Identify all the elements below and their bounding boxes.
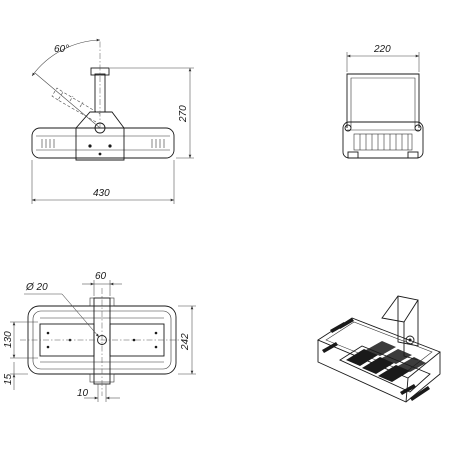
isometric-view	[317, 295, 441, 403]
bracket-width-label: 60	[95, 271, 107, 282]
plan-view: Ø 20 60 242 130 15 10	[3, 271, 196, 402]
height-plan-label: 242	[180, 333, 191, 351]
slot-label: 10	[77, 388, 89, 399]
iso-pivot	[405, 335, 415, 345]
front-view: 220	[342, 44, 424, 159]
iso-fins	[322, 318, 430, 401]
hole-spacing-label: 130	[3, 331, 14, 348]
side-view-rotated-arm	[51, 87, 101, 123]
front-view-bracket	[346, 73, 420, 128]
width-side-label: 430	[93, 188, 110, 199]
iso-led-module	[339, 341, 431, 393]
hole-dia-label: Ø 20	[25, 282, 48, 293]
angle-label: 60°	[54, 44, 69, 55]
front-view-body	[342, 121, 424, 159]
width-front-label: 220	[373, 44, 391, 55]
front-view-heatsink	[353, 133, 413, 151]
side-view-bracket	[75, 111, 125, 161]
side-view-fins-left	[41, 139, 55, 148]
side-view-fins-right	[151, 139, 165, 148]
offset-label: 15	[3, 373, 14, 385]
height-side-label: 270	[178, 105, 189, 123]
side-view: 60° 270 430	[31, 38, 194, 204]
iso-bracket-top	[381, 295, 419, 323]
